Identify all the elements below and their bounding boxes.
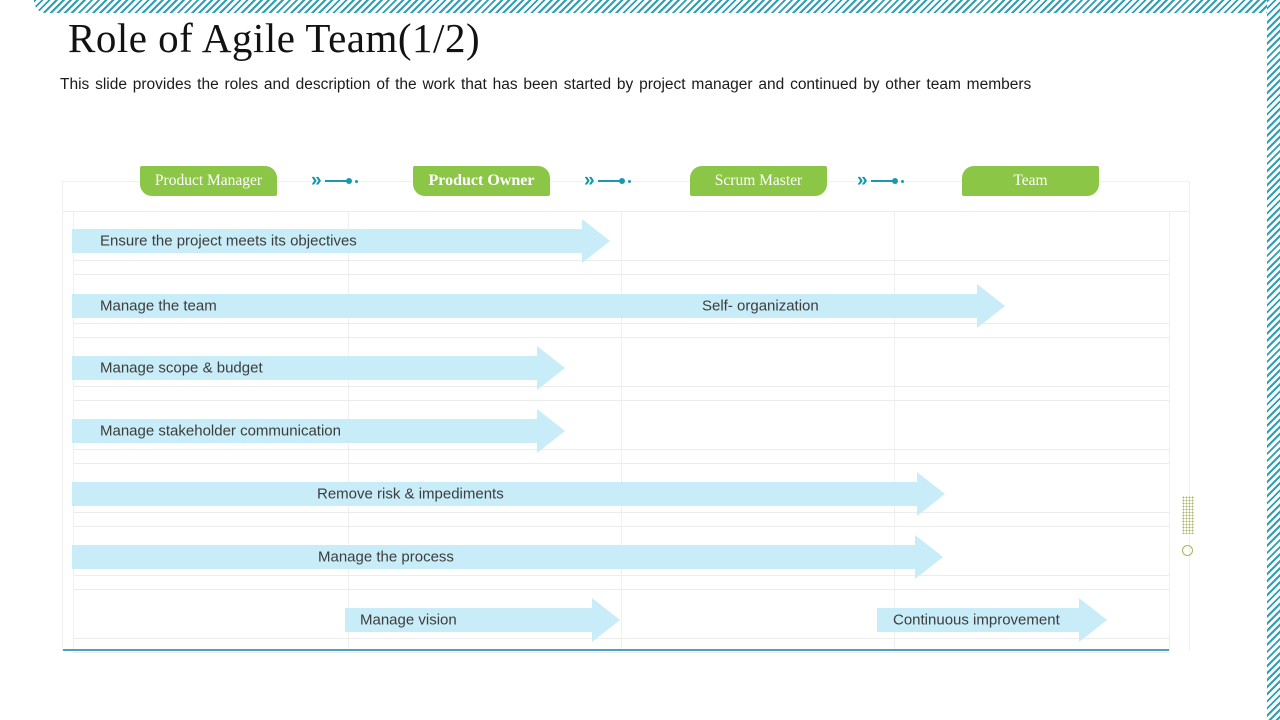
grid-column-line — [621, 212, 622, 651]
diagram-frame — [62, 181, 1190, 653]
page-subtitle: This slide provides the roles and descri… — [60, 76, 1032, 93]
column-chip-product-owner: Product Owner — [413, 166, 550, 196]
task-arrow: Manage the process — [72, 545, 915, 569]
task-label: Remove risk & impediments — [317, 485, 504, 503]
task-arrow: Manage scope & budget — [72, 356, 537, 380]
flow-connector: » — [584, 167, 631, 195]
task-arrow: Manage the team Self- organization — [72, 294, 977, 318]
dotted-square-decoration — [1182, 496, 1194, 534]
double-chevron-icon: » — [857, 170, 868, 191]
task-arrow: Manage vision — [345, 608, 592, 632]
task-arrow: Ensure the project meets its objectives — [72, 229, 582, 253]
column-chip-team: Team — [962, 166, 1099, 196]
task-label: Ensure the project meets its objectives — [100, 232, 357, 250]
circle-decoration — [1182, 545, 1193, 556]
column-chip-product-manager: Product Manager — [140, 166, 277, 196]
connector-dot — [354, 179, 358, 183]
task-label: Manage scope & budget — [100, 359, 263, 377]
page-title: Role of Agile Team(1/2) — [68, 15, 481, 61]
flow-connector: » — [857, 167, 904, 195]
task-arrow: Manage stakeholder communication — [72, 419, 537, 443]
connector-line — [870, 178, 898, 184]
task-label: Manage vision — [360, 611, 457, 629]
task-label: Continuous improvement — [893, 611, 1060, 629]
table-baseline — [63, 649, 1169, 651]
connector-line — [597, 178, 625, 184]
double-chevron-icon: » — [584, 170, 595, 191]
connector-dot — [627, 179, 631, 183]
column-chip-scrum-master: Scrum Master — [690, 166, 827, 196]
task-label: Manage the team — [100, 297, 217, 315]
task-label: Self- organization — [702, 297, 819, 315]
task-label: Manage the process — [318, 548, 454, 566]
grid-column-line — [894, 212, 895, 651]
grid-column-line — [1169, 212, 1170, 651]
top-striped-border — [34, 0, 1280, 13]
task-arrow: Remove risk & impediments — [72, 482, 917, 506]
task-label: Manage stakeholder communication — [100, 422, 341, 440]
grid-header-strip — [63, 182, 1189, 212]
connector-line — [324, 178, 352, 184]
flow-connector: » — [311, 167, 358, 195]
task-arrow: Continuous improvement — [877, 608, 1079, 632]
right-striped-border — [1267, 0, 1280, 720]
connector-dot — [900, 179, 904, 183]
double-chevron-icon: » — [311, 170, 322, 191]
